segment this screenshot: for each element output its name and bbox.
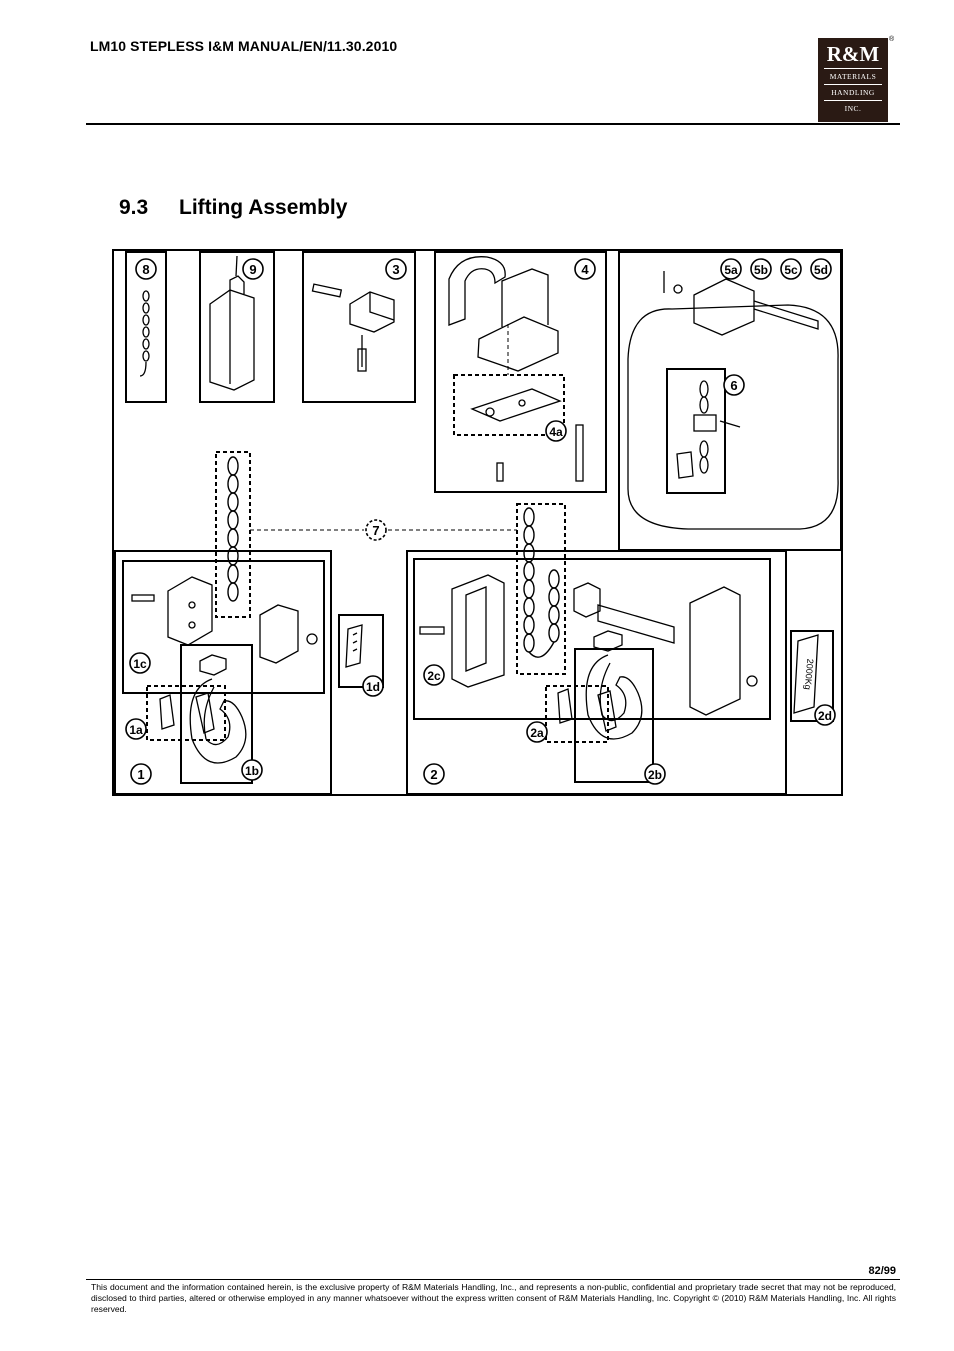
callout-8: 8 <box>135 258 157 280</box>
callout-4a: 4a <box>545 420 567 442</box>
box-2d <box>790 630 834 722</box>
callout-2b: 2b <box>644 763 666 785</box>
pin-block-illustration <box>311 283 395 372</box>
callout-label: 5c <box>784 263 798 277</box>
callout-3: 3 <box>385 258 407 280</box>
callout-7: 7 <box>365 519 387 541</box>
capacity-plate-text: 2000Kg <box>803 658 816 690</box>
callout-label: 1c <box>133 657 147 671</box>
callout-label: 3 <box>392 262 399 277</box>
logo-brand: R&M <box>826 42 880 66</box>
callout-1: 1 <box>130 763 152 785</box>
footer-legal-notice: This document and the information contai… <box>91 1282 896 1314</box>
logo-divider <box>824 84 882 85</box>
box-1a <box>146 685 226 741</box>
lifting-assembly-exploded-diagram: 2000Kg 8 9 3 4 4a 5a 5b 5c 5d 6 7 1 1a 1b 1c 1d 2 2a 2b 2c 2… <box>112 249 843 796</box>
rm-logo: R&M MATERIALS HANDLING INC. <box>818 38 888 122</box>
logo-divider <box>824 68 882 69</box>
logo-divider <box>824 100 882 101</box>
chain-dashed-left <box>215 451 251 618</box>
callout-label: 1a <box>129 723 143 737</box>
callout-5b: 5b <box>750 258 772 280</box>
box-1 <box>114 550 332 795</box>
callout-label: 2b <box>648 768 662 782</box>
page-number: 82/99 <box>868 1265 896 1277</box>
callout-label: 2 <box>430 767 437 782</box>
box-9 <box>199 251 275 403</box>
box-2c <box>413 558 771 720</box>
callout-label: 2c <box>427 669 441 683</box>
callout-2c: 2c <box>423 664 445 686</box>
callout-1c: 1c <box>129 652 151 674</box>
callout-label: 7 <box>372 523 379 538</box>
callout-5a: 5a <box>720 258 742 280</box>
box-3 <box>302 251 416 403</box>
logo-line2: HANDLING <box>831 88 875 97</box>
small-chain-illustration <box>139 290 150 377</box>
document-header-title: LM10 STEPLESS I&M MANUAL/EN/11.30.2010 <box>90 38 398 54</box>
bottom-block-1-illustration <box>131 576 318 764</box>
callout-2: 2 <box>423 763 445 785</box>
box-6 <box>666 368 726 494</box>
chain-dashed-right <box>516 503 566 675</box>
callout-label: 5d <box>814 263 828 277</box>
box-2a <box>545 685 609 743</box>
box-4 <box>434 251 607 493</box>
label-plate-1d-illustration <box>345 624 363 668</box>
capacity-plate-2d-illustration <box>793 634 819 714</box>
box-5 <box>618 251 842 551</box>
box-2 <box>406 550 787 795</box>
frame-block-illustration <box>448 256 584 482</box>
callout-1d: 1d <box>362 675 384 697</box>
header-divider <box>86 123 900 125</box>
callout-label: 5b <box>754 263 768 277</box>
callout-2d: 2d <box>814 704 836 726</box>
section-number: 9.3 <box>119 196 149 219</box>
figure-frame <box>112 249 843 796</box>
callout-label: 5a <box>724 263 738 277</box>
housing-illustration <box>627 271 839 530</box>
callout-label: 4a <box>549 425 563 439</box>
callout-5d: 5d <box>810 258 832 280</box>
footer-divider <box>86 1279 900 1280</box>
box-1d <box>338 614 384 688</box>
callout-1a: 1a <box>125 718 147 740</box>
load-chain-illustration <box>227 456 560 658</box>
box-4a <box>453 374 565 436</box>
callout-9: 9 <box>242 258 264 280</box>
callout-label: 1 <box>137 767 144 782</box>
callout-label: 2d <box>818 709 832 723</box>
box-1c <box>122 560 325 694</box>
callout-6: 6 <box>723 374 745 396</box>
callout-layer: 8 9 3 4 4a 5a 5b 5c 5d 6 7 1 1a 1b 1c 1d 2 2a 2b 2c 2d <box>125 258 836 785</box>
chain-stop-illustration <box>676 380 741 479</box>
box-8 <box>125 251 167 403</box>
callout-5c: 5c <box>780 258 802 280</box>
callout-label: 9 <box>249 262 256 277</box>
callout-label: 2a <box>530 726 544 740</box>
callout-label: 4 <box>581 262 589 277</box>
section-heading: 9.3 Lifting Assembly <box>119 196 347 220</box>
callout-label: 8 <box>142 262 149 277</box>
logo-line1: MATERIALS <box>829 72 877 81</box>
section-title: Lifting Assembly <box>179 196 348 219</box>
oil-bottle-illustration <box>209 255 255 391</box>
callout-1b: 1b <box>241 759 263 781</box>
callout-4: 4 <box>574 258 596 280</box>
callout-2a: 2a <box>526 721 548 743</box>
box-1b <box>180 644 253 784</box>
logo-line3: INC. <box>844 104 862 113</box>
callout-label: 1d <box>366 680 380 694</box>
registered-mark: ® <box>889 36 895 43</box>
callout-label: 1b <box>245 764 259 778</box>
callout-label: 6 <box>730 378 737 393</box>
bottom-block-2-illustration <box>419 574 758 740</box>
